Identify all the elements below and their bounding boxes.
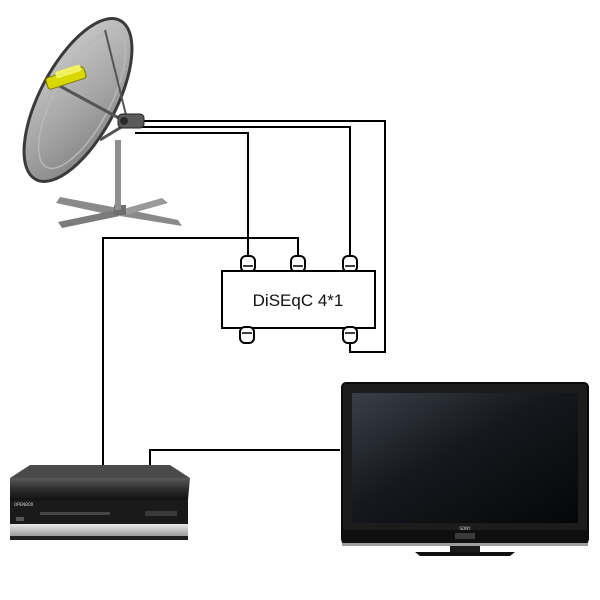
tv-brand: SONY [459,526,471,531]
switch-body [221,270,376,329]
lnb-icon [45,64,145,129]
cable-receiver-to-tv [149,449,340,466]
cable-lnb-to-switch-input-1 [135,132,249,256]
flat-tv-icon: SONY [341,382,589,556]
diseqc-switch-icon: DiSEqC 4*1 [221,255,376,344]
cable-lnb-to-switch-output [142,120,386,353]
cable-lnb-to-switch-input-3 [140,126,351,256]
switch-label: DiSEqC 4*1 [253,291,344,310]
switch-connector-top-3 [342,255,358,273]
satellite-dish-icon [22,17,182,228]
set-top-box-icon: OPENBOX [10,465,190,540]
switch-connector-bottom-2 [342,326,358,344]
switch-connector-top-1 [240,255,256,273]
switch-connector-top-2 [290,255,306,273]
receiver-brand: OPENBOX [14,502,34,507]
dish-stand [56,140,182,228]
switch-connector-bottom-1 [239,326,255,344]
cable-receiver-to-switch-input-2 [102,237,299,466]
cables [102,120,386,466]
